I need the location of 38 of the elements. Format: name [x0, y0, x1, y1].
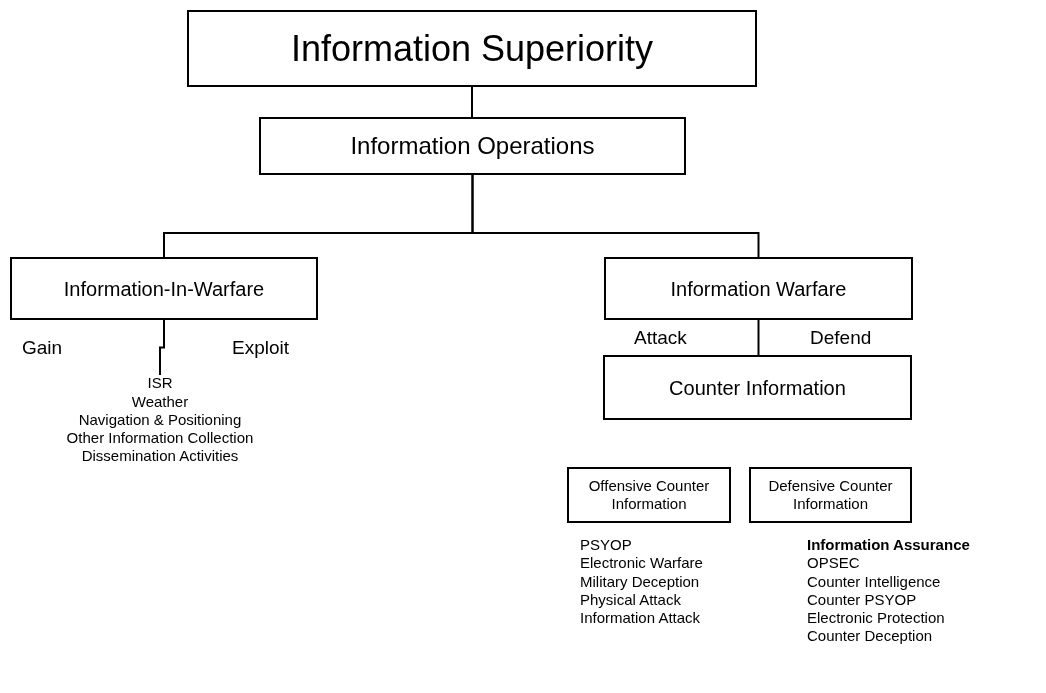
box-title: Counter Information — [669, 375, 846, 400]
list-item: Dissemination Activities — [81, 447, 239, 466]
list-item: OPSEC — [807, 554, 861, 573]
list-item: Information Attack — [580, 609, 702, 628]
connector-line — [471, 86, 473, 118]
hierarchy-box — [187, 10, 757, 87]
branch-label: Exploit — [232, 337, 290, 359]
list-item: ISR — [147, 374, 173, 393]
branch-label: Attack — [634, 327, 687, 349]
branch-label: Gain — [22, 337, 63, 359]
hierarchy-box — [603, 355, 912, 420]
list-item: Electronic Protection — [807, 609, 946, 628]
connector-line — [471, 174, 760, 258]
box-title: Offensive Counter Information — [587, 477, 711, 513]
connector-line — [159, 319, 165, 376]
list-item: Counter Intelligence — [807, 572, 942, 591]
hierarchy-box — [749, 467, 912, 523]
list-item: Electronic Warfare — [580, 554, 703, 573]
list-item: Counter Deception — [807, 627, 934, 646]
list-item: Information Assurance — [807, 536, 970, 555]
branch-label: Defend — [810, 327, 872, 349]
hierarchy-box — [259, 117, 686, 175]
box-title: Information Superiority — [290, 26, 654, 71]
list-item: Other Information Collection — [66, 429, 254, 448]
list-item: PSYOP — [580, 536, 633, 555]
hierarchy-box — [567, 467, 731, 523]
hierarchy-box — [10, 257, 318, 320]
box-title: Information Warfare — [670, 276, 847, 301]
hierarchy-box — [604, 257, 913, 320]
box-title: Information Operations — [350, 131, 595, 161]
list-item: Military Deception — [580, 572, 701, 591]
box-title: Defensive Counter Information — [767, 477, 894, 513]
box-title: Information-In-Warfare — [63, 276, 265, 301]
list-item: Physical Attack — [580, 590, 682, 610]
connector-line — [757, 319, 760, 356]
list-item: Weather — [131, 392, 189, 411]
list-item: Counter PSYOP — [807, 590, 918, 610]
list-item: Navigation & Positioning — [78, 410, 242, 430]
